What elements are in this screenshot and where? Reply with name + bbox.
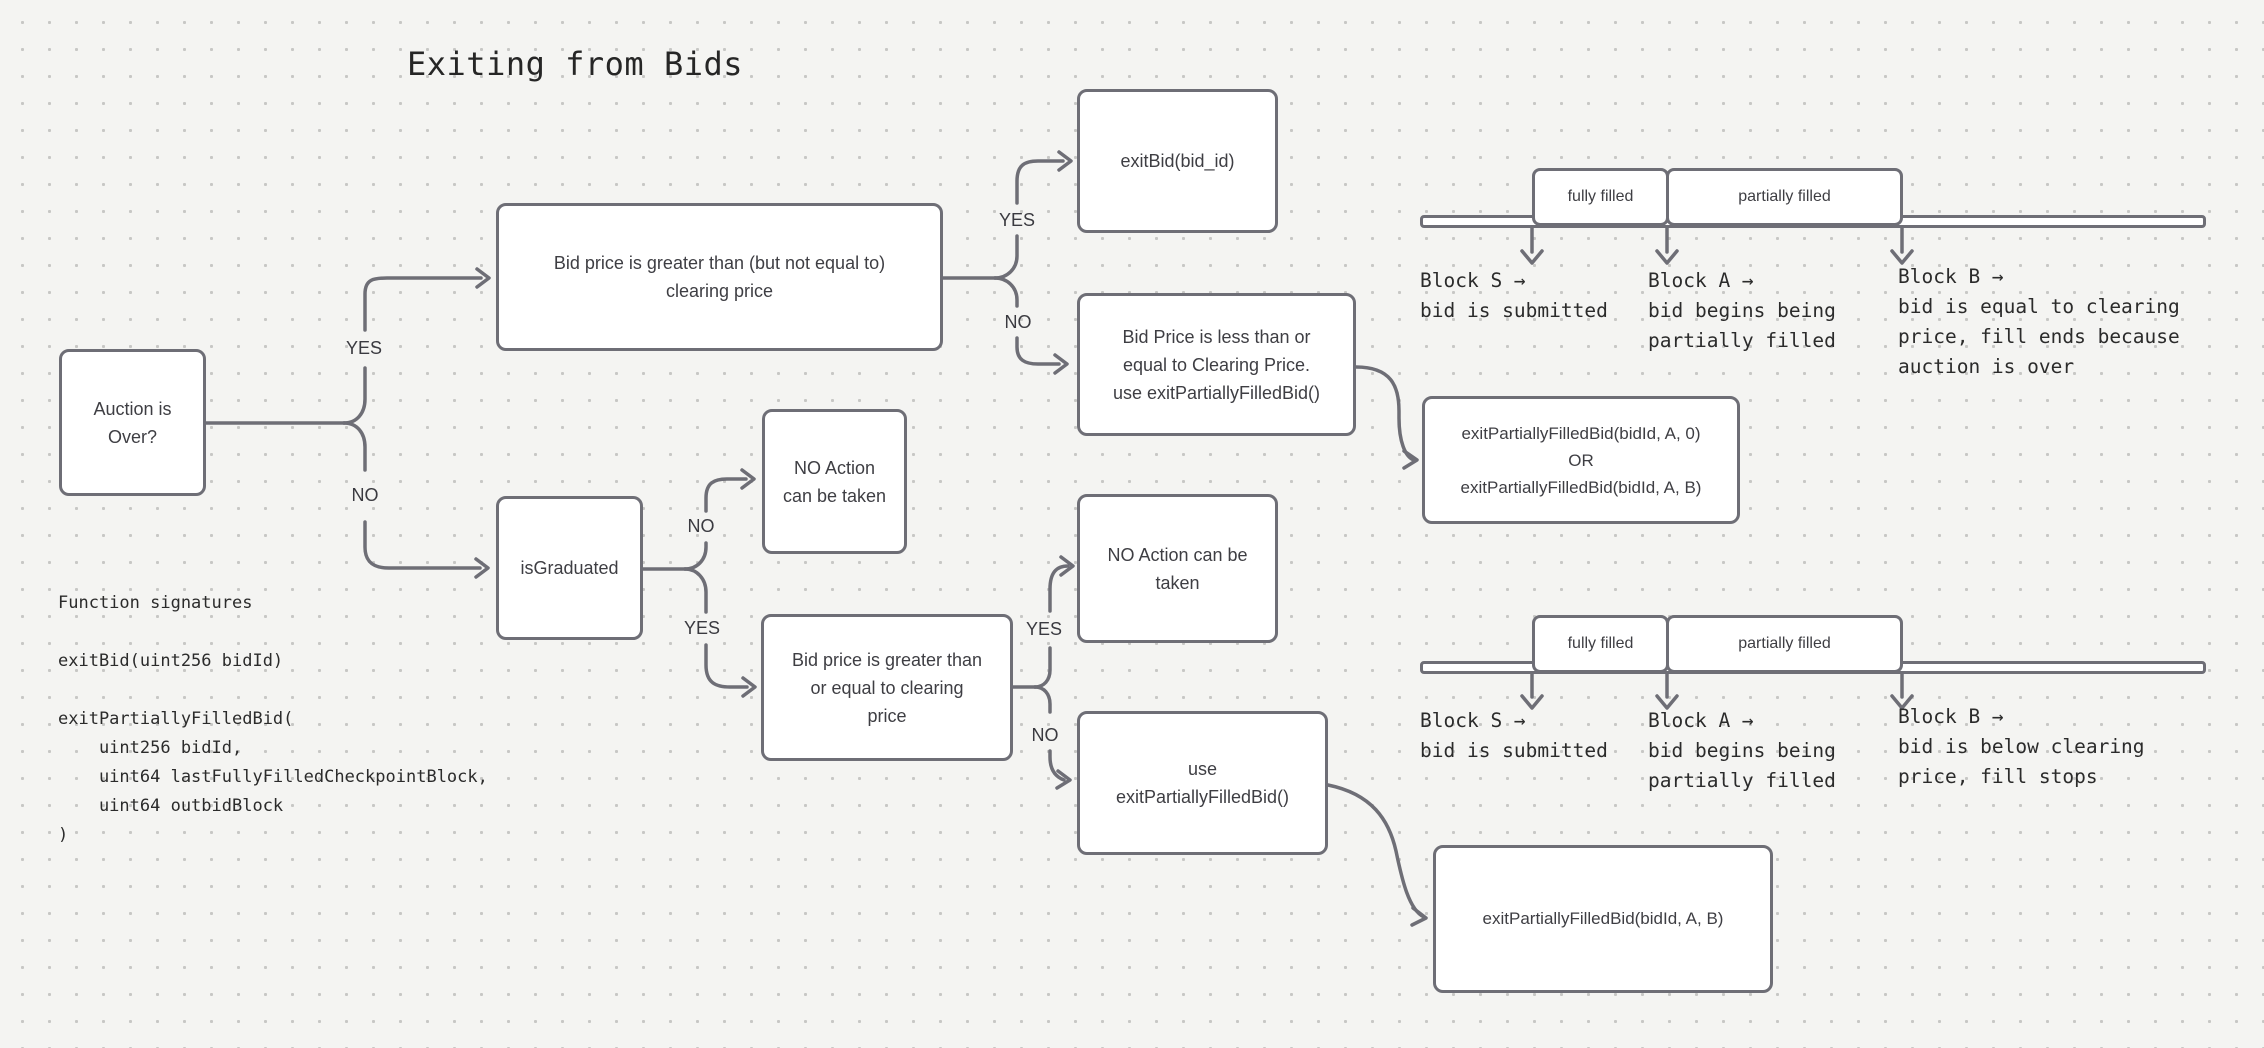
annotation-line: Block A → xyxy=(1648,709,1754,732)
code-line xyxy=(58,618,488,647)
timeline-segment-partially-filled[interactable]: partially filled xyxy=(1666,615,1903,673)
block-b-annotation[interactable]: Block B → bid is below clearing price, f… xyxy=(1898,702,2145,792)
node-text-line: Over? xyxy=(107,426,158,447)
node-isgraduated[interactable]: isGraduated xyxy=(496,496,643,640)
node-text-line: exitPartiallyFilledBid() xyxy=(1115,787,1290,807)
node-text-line: equal to Clearing Price. xyxy=(1122,354,1311,375)
arrow-auction-split[interactable] xyxy=(204,267,491,579)
function-signatures-text[interactable]: Function signatures exitBid(uint256 bidI… xyxy=(58,589,488,850)
arrow-graduated-split[interactable] xyxy=(641,468,757,698)
branch-label-yes[interactable]: YES xyxy=(683,618,721,638)
annotation-line: price, fill ends because xyxy=(1898,325,2180,348)
node-text-line: price xyxy=(867,705,907,726)
node-bid-price-greater-not-equal[interactable]: Bid price is greater than (but not equal… xyxy=(496,203,943,351)
node-text-line: NO Action can be xyxy=(1107,544,1248,565)
branch-label-yes[interactable]: YES xyxy=(998,210,1036,230)
annotation-line: bid is submitted xyxy=(1420,739,1608,762)
annotation-line: bid is equal to clearing xyxy=(1898,295,2180,318)
block-a-annotation[interactable]: Block A → bid begins being partially fil… xyxy=(1648,266,1836,356)
node-text-line: use exitPartiallyFilledBid() xyxy=(1112,382,1321,403)
node-exitpartiallyfilledbid-or[interactable]: exitPartiallyFilledBid(bidId, A, 0) OR e… xyxy=(1422,396,1740,524)
node-text-line: exitPartiallyFilledBid(bidId, A, 0) xyxy=(1461,423,1701,443)
node-text-line: NO Action xyxy=(793,457,876,478)
node-text-line: clearing price xyxy=(665,281,774,301)
node-no-action-2[interactable]: NO Action can be taken xyxy=(1077,494,1278,643)
annotation-line: bid is submitted xyxy=(1420,299,1608,322)
timeline-segment-fully-filled[interactable]: fully filled xyxy=(1532,168,1669,226)
node-text-line: or equal to clearing xyxy=(810,677,964,698)
annotation-line: Block B → xyxy=(1898,705,2004,728)
annotation-line: Block A → xyxy=(1648,269,1754,292)
node-bid-price-greater-equal[interactable]: Bid price is greater than or equal to cl… xyxy=(761,614,1013,761)
node-text-line: Bid price is greater than (but not equal… xyxy=(553,253,886,273)
node-use-exitpartiallyfilledbid[interactable]: use exitPartiallyFilledBid() xyxy=(1077,711,1328,855)
annotation-line: auction is over xyxy=(1898,355,2075,378)
code-line: exitBid(uint256 bidId) xyxy=(58,651,284,671)
block-a-annotation[interactable]: Block A → bid begins being partially fil… xyxy=(1648,706,1836,796)
node-text-line: use xyxy=(1187,759,1218,779)
code-line xyxy=(58,676,488,705)
annotation-line: bid begins being xyxy=(1648,739,1836,762)
branch-label-yes[interactable]: YES xyxy=(345,338,383,358)
arrow-ge-split[interactable] xyxy=(1011,555,1075,790)
diagram-title[interactable]: Exiting from Bids xyxy=(407,45,744,83)
branch-label-no[interactable]: NO xyxy=(1031,725,1059,745)
code-line: Function signatures xyxy=(58,593,253,613)
annotation-line: bid is below clearing xyxy=(1898,735,2145,758)
node-text-line: exitBid(bid_id) xyxy=(1120,151,1235,171)
annotation-line: partially filled xyxy=(1648,769,1836,792)
timeline-segment-fully-filled[interactable]: fully filled xyxy=(1532,615,1669,673)
arrow-use-to-ab[interactable] xyxy=(1326,783,1428,927)
annotation-line: Block B → xyxy=(1898,265,2004,288)
annotation-line: Block S → xyxy=(1420,269,1526,292)
branch-label-no[interactable]: NO xyxy=(351,485,379,505)
annotation-line: price, fill stops xyxy=(1898,765,2098,788)
arrow-price-split[interactable] xyxy=(941,150,1073,375)
arrow-le-to-or[interactable] xyxy=(1354,365,1419,470)
code-line: uint256 bidId, xyxy=(58,738,243,758)
annotation-line: bid begins being xyxy=(1648,299,1836,322)
timeline-segment-partially-filled[interactable]: partially filled xyxy=(1666,168,1903,226)
annotation-line: Block S → xyxy=(1420,709,1526,732)
node-text-line: OR xyxy=(1568,450,1594,470)
node-text-line: Bid price is greater than xyxy=(791,649,983,670)
node-text-line: Bid Price is less than or xyxy=(1122,326,1311,347)
node-text-line: exitPartiallyFilledBid(bidId, A, B) xyxy=(1482,909,1724,928)
node-exitbid[interactable]: exitBid(bid_id) xyxy=(1077,89,1278,233)
block-s-annotation[interactable]: Block S → bid is submitted xyxy=(1420,266,1608,326)
code-line: uint64 outbidBlock xyxy=(58,796,284,816)
node-bid-price-less-equal[interactable]: Bid Price is less than or equal to Clear… xyxy=(1077,293,1356,436)
block-b-annotation[interactable]: Block B → bid is equal to clearing price… xyxy=(1898,262,2180,382)
branch-label-yes[interactable]: YES xyxy=(1025,619,1063,639)
node-text-line: can be taken xyxy=(782,485,887,506)
node-no-action-1[interactable]: NO Action can be taken xyxy=(762,409,907,554)
node-text-line: isGraduated xyxy=(520,558,619,578)
code-line: uint64 lastFullyFilledCheckpointBlock, xyxy=(58,767,488,787)
node-text-line: taken xyxy=(1155,572,1200,593)
node-exitpartiallyfilledbid-ab[interactable]: exitPartiallyFilledBid(bidId, A, B) xyxy=(1433,845,1773,993)
timeline-2-arrows[interactable] xyxy=(1520,672,1914,710)
branch-label-no[interactable]: NO xyxy=(687,516,715,536)
timeline-1-arrows[interactable] xyxy=(1520,226,1914,265)
branch-label-no[interactable]: NO xyxy=(1004,312,1032,332)
node-text-line: Auction is xyxy=(93,398,172,419)
node-text-line: exitPartiallyFilledBid(bidId, A, B) xyxy=(1460,477,1702,497)
block-s-annotation[interactable]: Block S → bid is submitted xyxy=(1420,706,1608,766)
code-line: ) xyxy=(58,825,69,845)
node-auction-is-over[interactable]: Auction is Over? xyxy=(59,349,206,496)
annotation-line: partially filled xyxy=(1648,329,1836,352)
code-line: exitPartiallyFilledBid( xyxy=(58,709,294,729)
